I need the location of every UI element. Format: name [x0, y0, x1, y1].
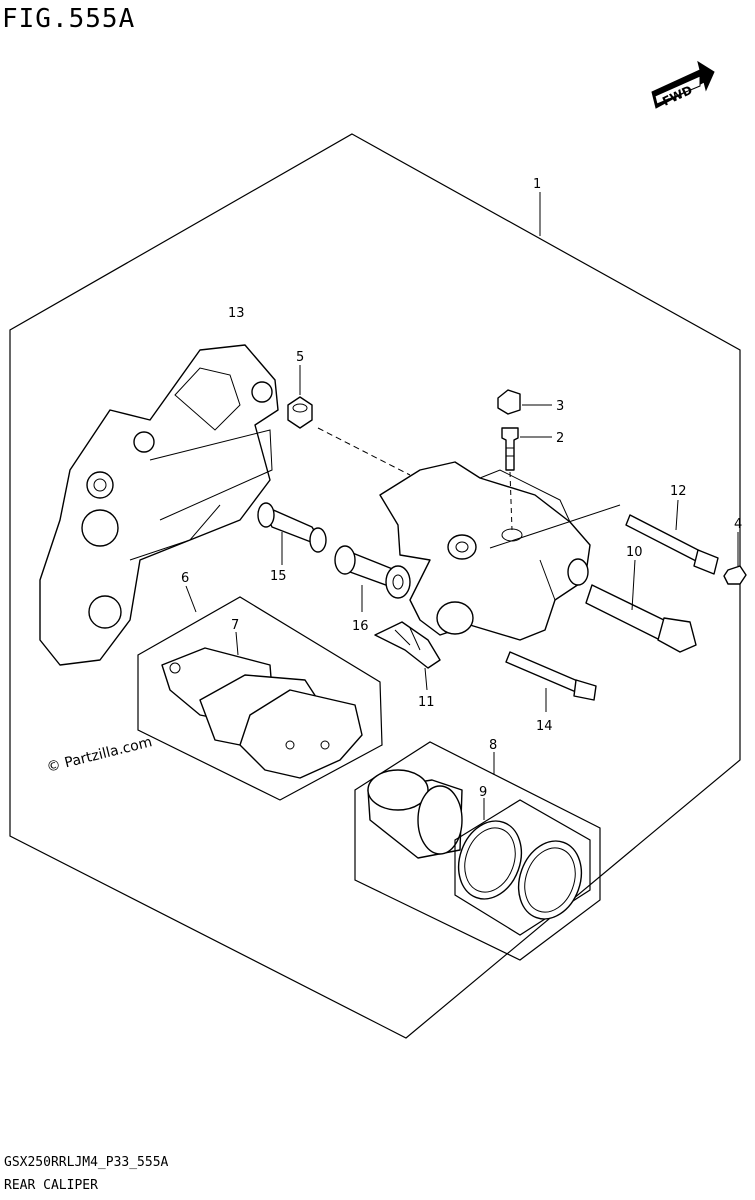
caliper-bracket: [39, 344, 279, 666]
callout-15: 15: [270, 569, 287, 584]
callout-7: 7: [231, 618, 239, 633]
callout-11: 11: [418, 695, 435, 710]
callout-2: 2: [556, 431, 564, 446]
caliper-body: [379, 461, 621, 641]
callout-10: 10: [626, 545, 643, 560]
watermark: © Partzilla.com: [45, 734, 154, 776]
callout-8: 8: [489, 738, 497, 753]
callout-3: 3: [556, 399, 564, 414]
callout-16: 16: [352, 619, 369, 634]
caliper-boot: [334, 545, 411, 612]
bleeder-cap: [287, 365, 411, 476]
caliper-sleeve: [257, 502, 327, 565]
bolt-nut: [723, 532, 747, 585]
piston-seal-box: [454, 798, 591, 936]
diagram-name: REAR CALIPER: [4, 1178, 98, 1193]
callout-13: 13: [228, 306, 245, 321]
figure-title: FIG.555A: [2, 4, 136, 34]
caliper-bolt-lower: [505, 651, 597, 712]
caliper-pin-bolt: [585, 559, 697, 653]
callout-5: 5: [296, 350, 304, 365]
fwd-arrow-icon: FWD: [651, 60, 715, 109]
assembly-boundary: [9, 133, 741, 1039]
pad-spring: [374, 621, 441, 691]
piston-set-box: [354, 741, 601, 961]
callout-14: 14: [536, 719, 553, 734]
bleeder-valve-cap: [497, 389, 552, 415]
caliper-piston: [367, 769, 463, 859]
diagram-code: GSX250RRLJM4_P33_555A: [4, 1155, 169, 1170]
brake-pads: [161, 631, 363, 779]
caliper-bolt-upper: [625, 499, 719, 575]
callout-12: 12: [670, 484, 687, 499]
bleeder-valve: [501, 427, 552, 531]
callout-6: 6: [181, 571, 189, 586]
callout-4: 4: [734, 517, 742, 532]
callout-1: 1: [533, 177, 541, 192]
callout-9: 9: [479, 785, 487, 800]
brake-pad-set-box: [137, 585, 383, 801]
